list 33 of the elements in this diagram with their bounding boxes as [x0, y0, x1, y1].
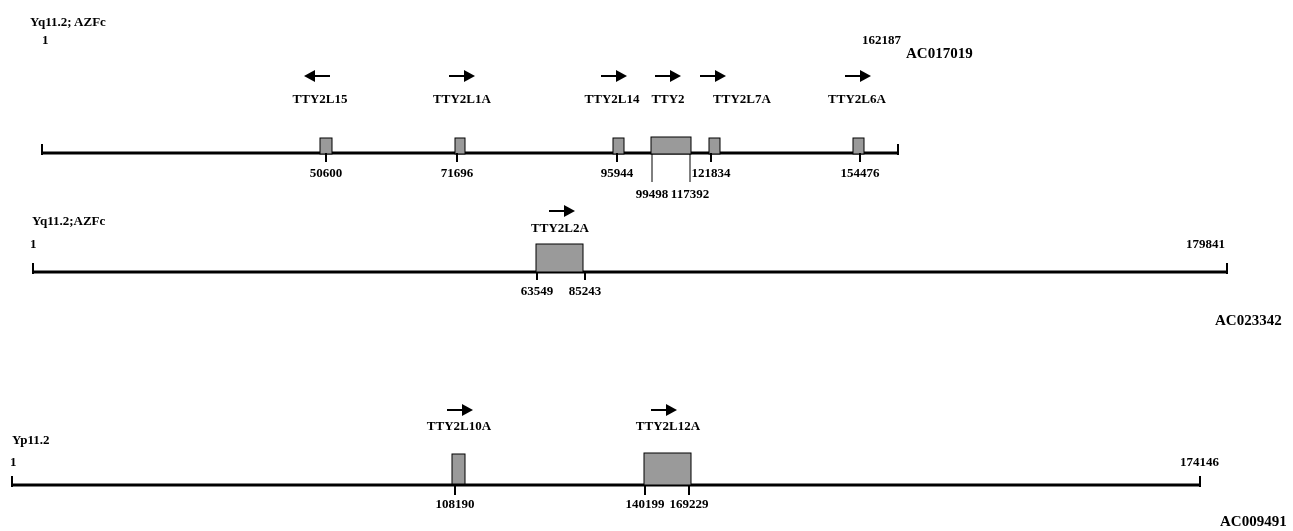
gene-label: TTY2L7A — [713, 91, 771, 106]
region-label: Yq11.2;AZFc — [32, 213, 106, 228]
position-label: 85243 — [568, 283, 602, 298]
region-label: Yp11.2 — [12, 432, 50, 447]
clone-label: AC017019 — [906, 46, 973, 61]
position-label: 121834 — [691, 165, 731, 180]
position-label: 95944 — [600, 165, 634, 180]
end-coordinate: 179841 — [1186, 236, 1225, 251]
gene-label: TTY2L2A — [531, 220, 589, 235]
gene-label: TTY2L12A — [635, 418, 701, 433]
end-coordinate: 162187 — [862, 32, 901, 47]
clone-label: AC023342 — [1215, 313, 1282, 328]
gene-label: TTY2 — [651, 91, 685, 106]
gene-label: TTY2L10A — [426, 418, 492, 433]
gene-label: TTY2L14 — [584, 91, 640, 106]
position-label: 99498 — [635, 186, 669, 201]
position-label: 140199 — [625, 496, 665, 511]
start-coordinate: 1 — [30, 236, 37, 251]
gene-label: TTY2L6A — [828, 91, 886, 106]
position-label: 169229 — [669, 496, 709, 511]
position-label: 108190 — [435, 496, 475, 511]
end-coordinate: 174146 — [1180, 454, 1219, 469]
start-coordinate: 1 — [42, 32, 49, 47]
position-label: 71696 — [440, 165, 474, 180]
position-label: 63549 — [520, 283, 554, 298]
gene-label: TTY2L15 — [292, 91, 348, 106]
position-label: 117392 — [670, 186, 710, 201]
clone-label: AC009491 — [1220, 514, 1287, 529]
gene-label: TTY2L1A — [433, 91, 491, 106]
region-label: Yq11.2; AZFc — [30, 14, 106, 29]
start-coordinate: 1 — [10, 454, 17, 469]
position-label: 50600 — [309, 165, 343, 180]
position-label: 154476 — [840, 165, 880, 180]
